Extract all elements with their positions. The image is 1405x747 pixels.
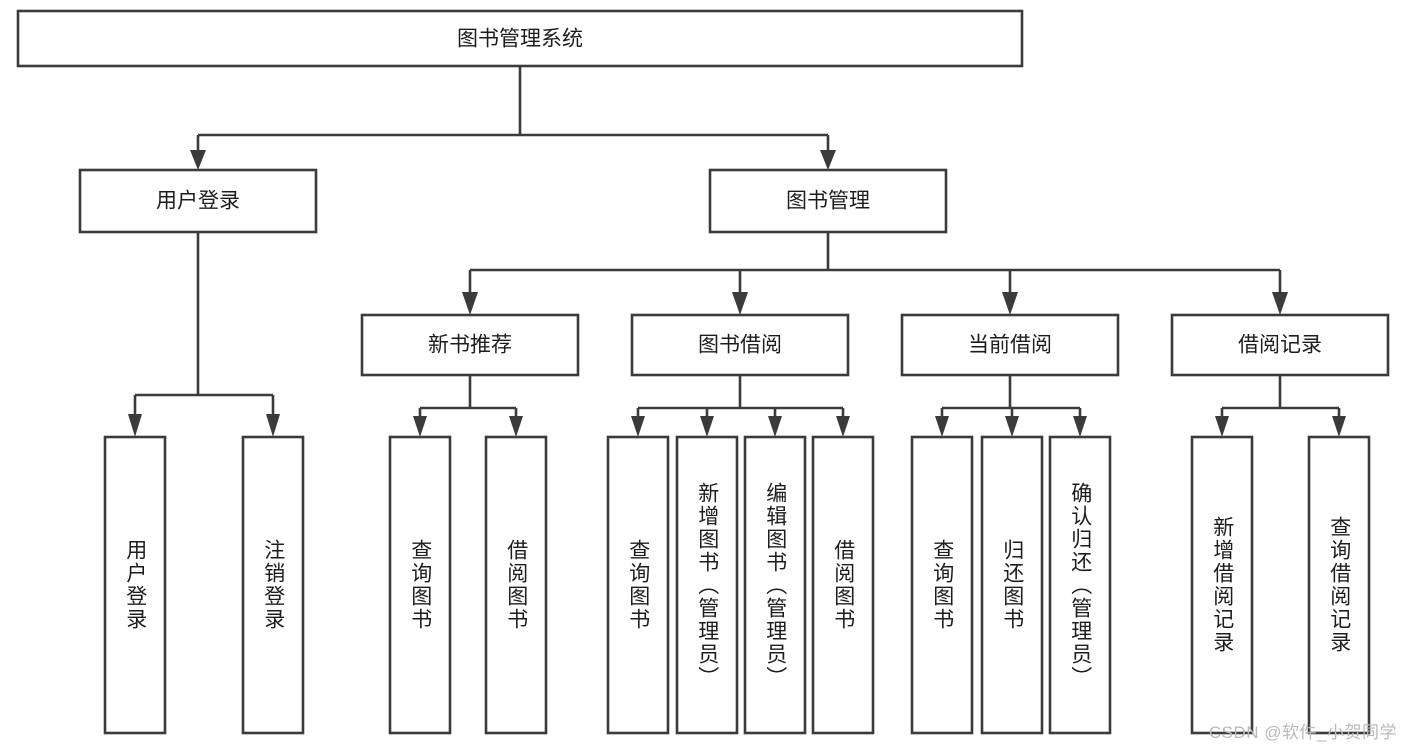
arrow-head-leaf-borrow-book-1 [509, 416, 523, 437]
arrow-head-leaf-query-borrow-record [1332, 416, 1346, 437]
node-label-book-borrow: 图书借阅 [698, 334, 782, 357]
arrow-head-leaf-borrow-book-2 [836, 416, 850, 437]
node-label-root: 图书管理系统 [457, 28, 583, 51]
arrow-head-leaf-add-borrow-record [1215, 416, 1229, 437]
watermark-text: CSDN @软件_小贺同学 [1208, 723, 1397, 742]
arrow-head-current-borrow [1002, 292, 1018, 315]
arrow-head-book-borrow [732, 292, 748, 315]
connector-group-borrow-record [1215, 375, 1346, 437]
node-box-leaf-user-login[interactable] [103, 435, 167, 735]
node-box-book-borrow[interactable] [630, 313, 850, 377]
node-box-leaf-add-book-admin[interactable] [675, 435, 739, 735]
node-label-current-borrow: 当前借阅 [968, 334, 1052, 357]
node-box-leaf-query-borrow-record[interactable] [1307, 435, 1371, 735]
node-box-leaf-query-book-1[interactable] [388, 435, 452, 735]
arrow-head-leaf-add-book-admin [700, 416, 714, 437]
arrow-head-borrow-record [1272, 292, 1288, 315]
node-box-root[interactable] [16, 9, 1024, 68]
node-box-leaf-borrow-book-1[interactable] [484, 435, 548, 735]
arrow-head-leaf-query-book-1 [413, 416, 427, 437]
connector-group-book-manage [462, 232, 1288, 315]
node-box-leaf-borrow-book-2[interactable] [811, 435, 875, 735]
node-box-borrow-record[interactable] [1170, 313, 1390, 377]
arrow-head-book-manage [820, 150, 836, 170]
node-box-leaf-query-book-3[interactable] [910, 435, 974, 735]
node-label-user-login: 用户登录 [156, 190, 240, 213]
node-box-current-borrow[interactable] [900, 313, 1120, 377]
node-label-borrow-record: 借阅记录 [1238, 334, 1322, 357]
arrow-head-leaf-query-book-3 [935, 416, 949, 437]
node-label-book-manage: 图书管理 [786, 190, 870, 213]
arrow-head-new-book-recommend [462, 292, 478, 315]
node-box-book-manage[interactable] [708, 168, 948, 234]
node-box-leaf-return-book[interactable] [980, 435, 1044, 735]
arrow-head-leaf-user-login [128, 414, 142, 437]
node-label-new-book-recommend: 新书推荐 [428, 334, 512, 357]
node-box-leaf-logout-login[interactable] [241, 435, 305, 735]
arrow-head-leaf-query-book-2 [631, 416, 645, 437]
node-box-leaf-confirm-return-admin[interactable] [1048, 435, 1112, 735]
node-box-leaf-add-borrow-record[interactable] [1190, 435, 1254, 735]
connector-group-new-book-recommend [413, 375, 523, 437]
connector-group-current-borrow [935, 375, 1087, 437]
node-box-leaf-query-book-2[interactable] [606, 435, 670, 735]
node-box-leaf-edit-book-admin[interactable] [743, 435, 807, 735]
connector-group-root [190, 66, 836, 170]
node-box-user-login[interactable] [78, 168, 318, 234]
arrow-head-leaf-edit-book-admin [768, 416, 782, 437]
arrow-head-leaf-confirm-return-admin [1073, 416, 1087, 437]
connector-group-user-login [128, 232, 280, 437]
arrow-head-leaf-logout-login [266, 414, 280, 437]
connector-group-book-borrow [631, 375, 850, 437]
arrow-head-leaf-return-book [1005, 416, 1019, 437]
arrow-head-user-login [190, 150, 206, 170]
node-box-new-book-recommend[interactable] [360, 313, 580, 377]
